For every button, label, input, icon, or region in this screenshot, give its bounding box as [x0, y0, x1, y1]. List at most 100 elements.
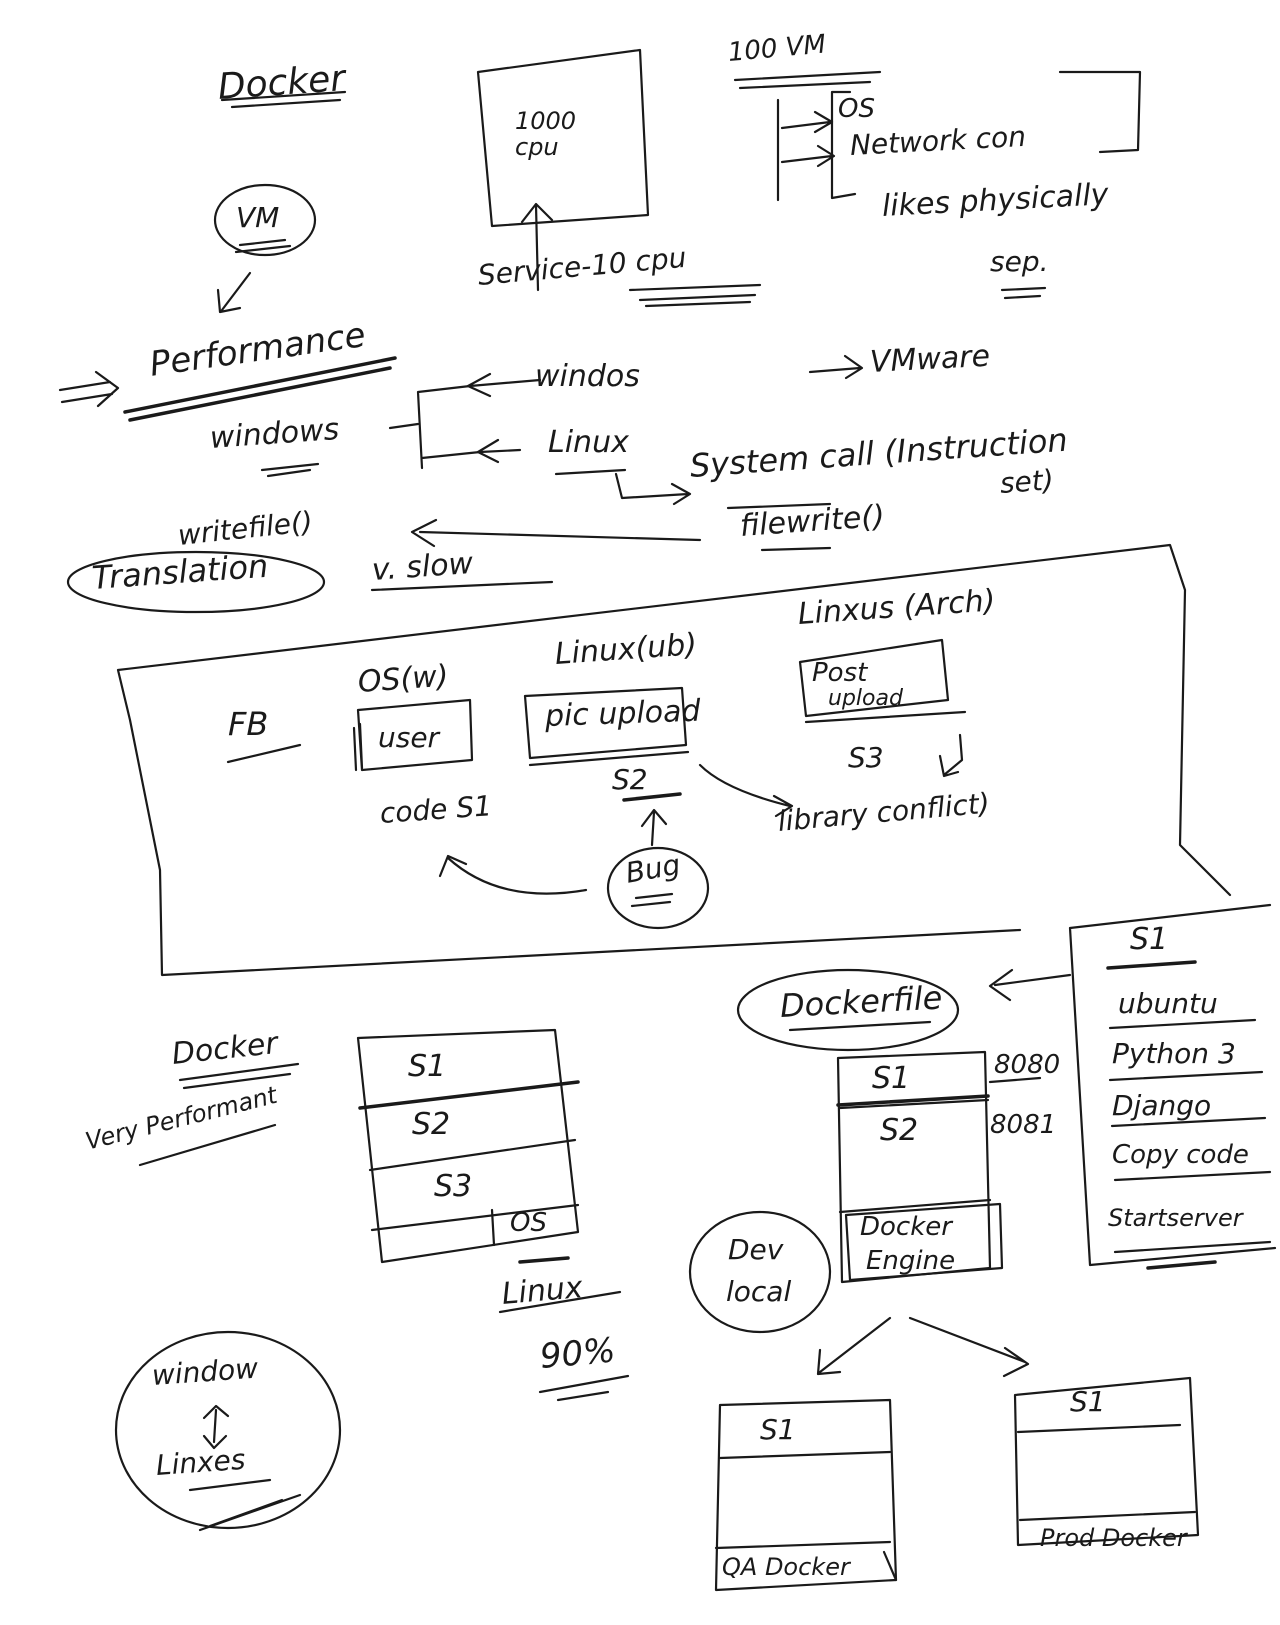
engine-box [844, 1202, 1004, 1282]
label-user: user [378, 721, 440, 754]
port-8081: 8081 [990, 1110, 1057, 1140]
label-dockerfile: Dockerfile [779, 978, 944, 1025]
s1list-line-1 [1108, 1018, 1257, 1030]
perf-underline [123, 356, 397, 422]
port-underline [988, 1076, 1042, 1084]
bug-to-code [438, 854, 588, 895]
s1-list-item: Startserver [1108, 1204, 1243, 1232]
s1-list-item: Django [1112, 1089, 1212, 1122]
label-vmware: VMware [869, 338, 991, 380]
label-os-w: OS(w) [356, 658, 450, 700]
bug-underline [630, 892, 674, 908]
vmware-arrow [808, 354, 864, 380]
label-set: set) [998, 463, 1055, 500]
sep-underline [1000, 286, 1047, 300]
label-code-s1: code S1 [378, 789, 493, 830]
s1list-line-3 [1110, 1116, 1267, 1128]
prod-box [1013, 1376, 1200, 1547]
stack-s3: S3 [434, 1169, 473, 1204]
prod-docker: Prod Docker [1040, 1524, 1187, 1552]
stack-line-2 [368, 1138, 577, 1172]
dev-arrow-left [816, 1316, 892, 1376]
dev-s2: S2 [880, 1113, 919, 1148]
stack-os-divider [490, 1208, 496, 1247]
s1list-box [1068, 903, 1277, 1267]
vm-count-underline [733, 70, 882, 90]
vm-arrow-net [780, 144, 836, 168]
dev-line-2 [838, 1098, 990, 1110]
label-linux: Linux [548, 425, 629, 460]
qa-docker: QA Docker [722, 1553, 850, 1581]
stack-left-box [356, 1028, 580, 1264]
performant-underline [138, 1123, 277, 1167]
dev-local-dev: Dev [728, 1233, 784, 1266]
dev-line-3 [838, 1198, 992, 1214]
label-windows: windows [208, 412, 341, 456]
s1list-bottom-underline [1146, 1260, 1217, 1270]
dev-arrow-right [908, 1316, 1030, 1378]
label-slow: v. slow [370, 545, 475, 588]
label-ninety: 90% [538, 1330, 618, 1377]
s1list-line-2 [1108, 1070, 1264, 1082]
window-arrow [202, 1404, 230, 1450]
prod-s1: S1 [1070, 1385, 1106, 1418]
label-cpu: 1000 cpu [515, 107, 577, 162]
qa-s1: S1 [760, 1413, 796, 1446]
s1list-line-4 [1113, 1170, 1272, 1182]
user-box [352, 698, 474, 772]
label-vm: VM [236, 201, 280, 234]
window-linxes-circle [114, 1330, 342, 1530]
dev-line-1 [836, 1094, 990, 1107]
label-sep: sep. [990, 245, 1049, 278]
s1list-title-underline [1106, 960, 1197, 970]
syscall-arrow [614, 472, 692, 506]
arrow-windos [466, 372, 542, 398]
ninety-underline [538, 1374, 630, 1402]
s2-to-library [698, 763, 794, 818]
perf-arrow [58, 370, 120, 408]
docker-mid-underline [178, 1062, 300, 1090]
cpu-box [476, 48, 650, 228]
prod-line-2 [1018, 1510, 1197, 1522]
syscall-underline [726, 502, 832, 510]
qa-line-2 [714, 1540, 892, 1550]
stack-line-1 [358, 1080, 580, 1110]
label-s3: S3 [848, 741, 884, 774]
pic-underline [528, 750, 690, 767]
dev-local-local: local [726, 1275, 792, 1308]
service-arrow [520, 202, 554, 292]
arrow-linux [476, 438, 522, 464]
qa-end [882, 1550, 898, 1582]
win-bracket [416, 384, 482, 470]
qa-line-1 [718, 1450, 892, 1460]
s1-list-item: ubuntu [1118, 987, 1218, 1020]
s2-underline [622, 792, 682, 802]
pic-box [523, 686, 688, 760]
engine-docker: Docker [860, 1212, 952, 1242]
stack-line-3 [370, 1203, 580, 1232]
label-linxes: Linxes [154, 1442, 247, 1482]
linux-bottom-underline [498, 1290, 622, 1314]
post-box [798, 638, 950, 718]
engine-engine: Engine [866, 1246, 956, 1276]
label-windos: windos [535, 359, 640, 394]
vm-bracket-box [830, 70, 1142, 200]
label-s2: S2 [612, 763, 648, 796]
underline-docker-top [220, 90, 347, 109]
s1list-line-5 [1113, 1240, 1272, 1254]
stack-os: OS [510, 1208, 547, 1238]
label-os: OS [838, 94, 875, 124]
s3-arrow [938, 733, 964, 778]
stack-under [518, 1256, 570, 1264]
vm-circle [213, 183, 317, 257]
title-docker: Docker [216, 58, 347, 108]
s1-list-item: Python 3 [1112, 1037, 1236, 1070]
vm-underline [234, 238, 292, 254]
dockerfile-underline [788, 1020, 932, 1032]
label-linux-bottom: Linux [500, 1270, 585, 1312]
windows-dash [388, 422, 420, 430]
post-underline [804, 710, 967, 724]
vm-arrow-os [780, 110, 834, 134]
